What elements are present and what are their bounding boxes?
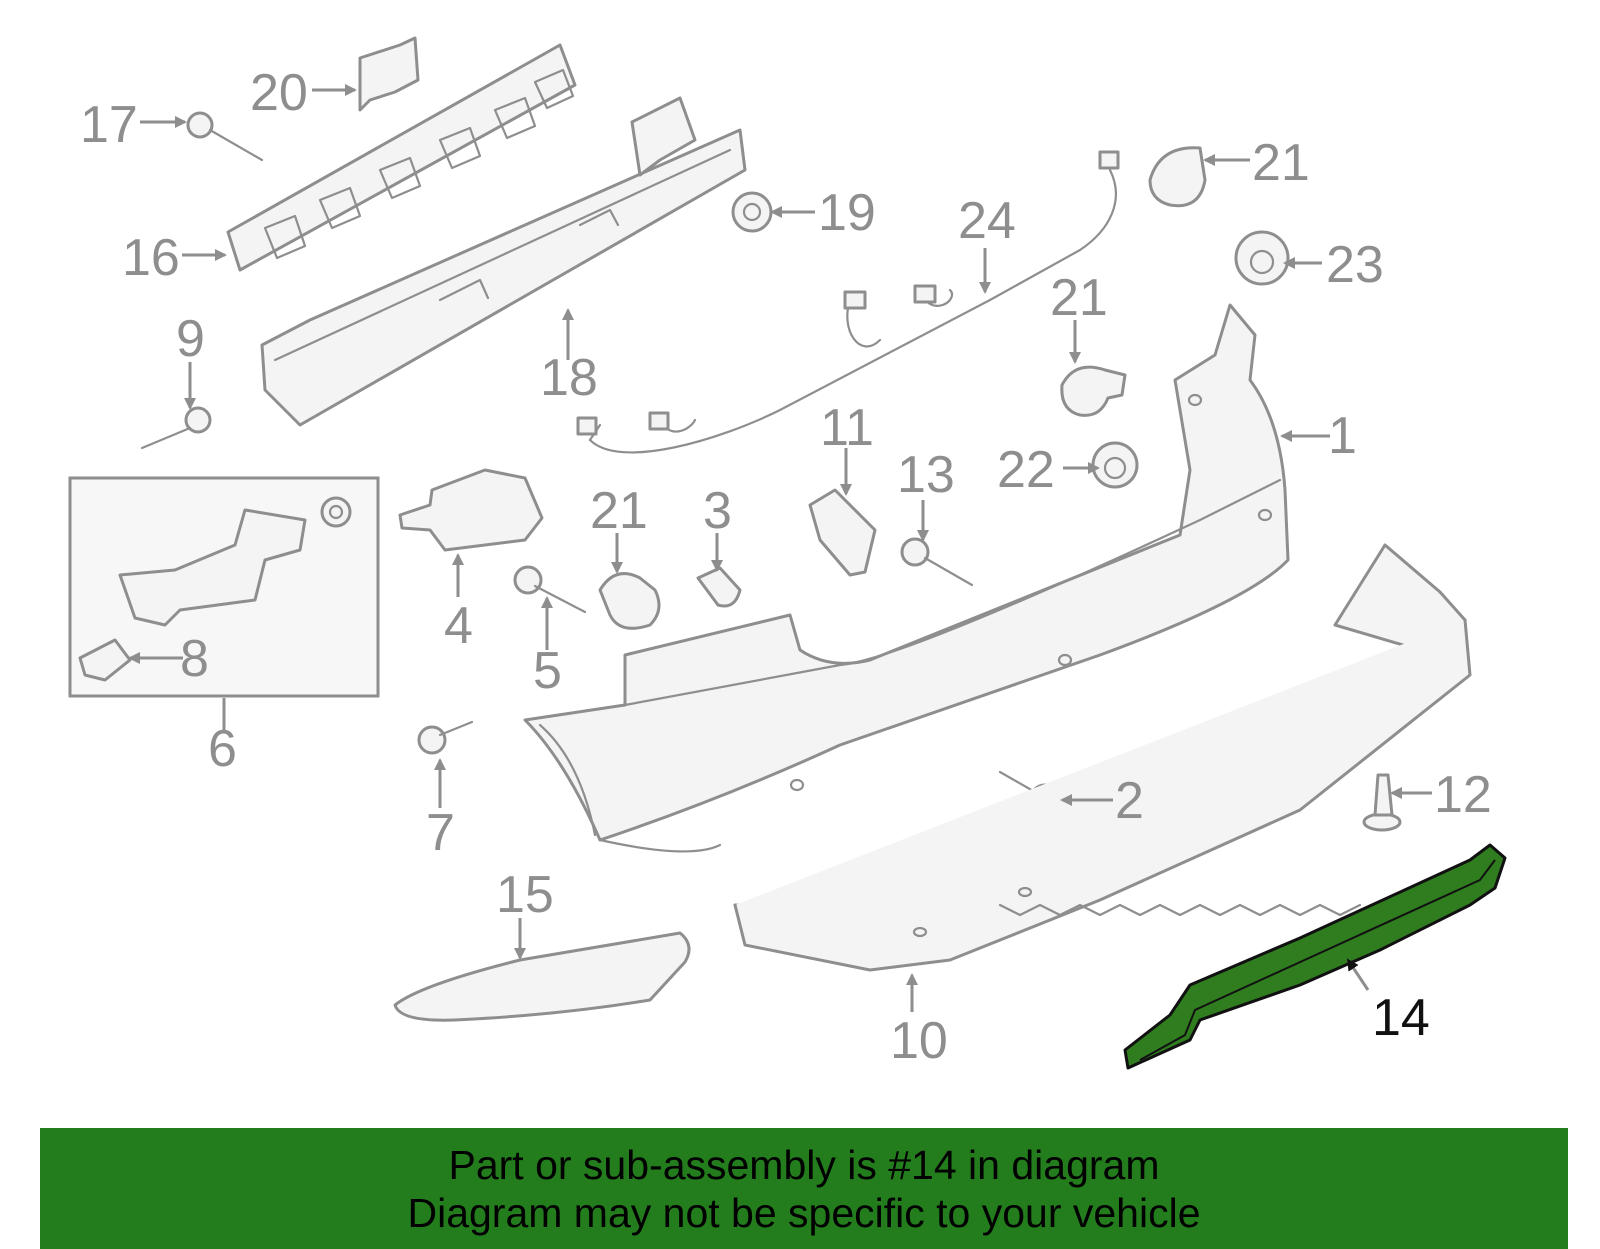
- part-20-bracket: [358, 36, 420, 112]
- callout-24: 24: [958, 192, 1016, 250]
- callout-8: 8: [180, 630, 209, 688]
- callout-19: 19: [818, 184, 876, 242]
- part-12-pushpin: [1362, 773, 1402, 832]
- callout-1: 1: [1328, 407, 1357, 465]
- part-4-bracket: [398, 468, 544, 552]
- callout-9: 9: [176, 310, 205, 368]
- callout-21-top: 21: [1252, 134, 1310, 192]
- callout-18: 18: [540, 349, 598, 407]
- callout-11: 11: [820, 399, 874, 457]
- part-21-sensor-left: [598, 572, 661, 630]
- leader-lines: [128, 84, 1432, 1012]
- part-9-pin: [140, 406, 212, 450]
- part-16-absorber: [226, 43, 577, 272]
- part-24-harness: [576, 150, 1120, 454]
- callout-2: 2: [1115, 772, 1144, 830]
- callout-22: 22: [997, 441, 1055, 499]
- info-banner: Part or sub-assembly is #14 in diagram D…: [40, 1128, 1568, 1249]
- callout-17: 17: [80, 96, 138, 154]
- banner-line-1: Part or sub-assembly is #14 in diagram: [448, 1141, 1160, 1188]
- part-1-bumper-cover: [523, 303, 1290, 853]
- callout-21-left: 21: [590, 482, 648, 540]
- callout-20: 20: [250, 64, 308, 122]
- callout-5: 5: [533, 642, 562, 700]
- part-21-sensor-mid: [1060, 365, 1127, 417]
- part-22-bezel: [1091, 441, 1139, 489]
- part-19-nut: [731, 191, 773, 233]
- callout-13: 13: [897, 446, 955, 504]
- part-3-clip: [696, 566, 742, 608]
- part-7-bolt: [417, 720, 474, 755]
- callout-6: 6: [208, 720, 237, 778]
- callout-labels: 1 2 3 4 5 6 7 8 9 10 11 12 13 14 15 16 1…: [80, 64, 1492, 1070]
- callout-23: 23: [1326, 236, 1384, 294]
- callout-15: 15: [496, 866, 554, 924]
- part-15-reflector: [393, 931, 691, 1022]
- part-18-beam: [260, 96, 747, 427]
- part-11-bracket: [808, 488, 877, 577]
- part-14-highlighted: [1123, 843, 1507, 1070]
- callout-3: 3: [703, 482, 732, 540]
- part-17-pin: [186, 111, 264, 162]
- callout-12: 12: [1434, 766, 1492, 824]
- part-13-pin: [900, 537, 974, 587]
- part-5-pin: [513, 565, 587, 614]
- callout-14: 14: [1372, 989, 1430, 1047]
- part-6-bracket-kit: [68, 476, 380, 698]
- banner-line-2: Diagram may not be specific to your vehi…: [407, 1189, 1201, 1236]
- callout-21-mid: 21: [1050, 269, 1108, 327]
- part-21-sensor-top: [1148, 146, 1207, 208]
- callout-16: 16: [122, 229, 180, 287]
- callout-4: 4: [444, 597, 473, 655]
- callout-10: 10: [890, 1012, 948, 1070]
- callout-7: 7: [426, 804, 455, 862]
- part-23-retainer: [1234, 230, 1290, 286]
- part-10-valance: [733, 543, 1472, 972]
